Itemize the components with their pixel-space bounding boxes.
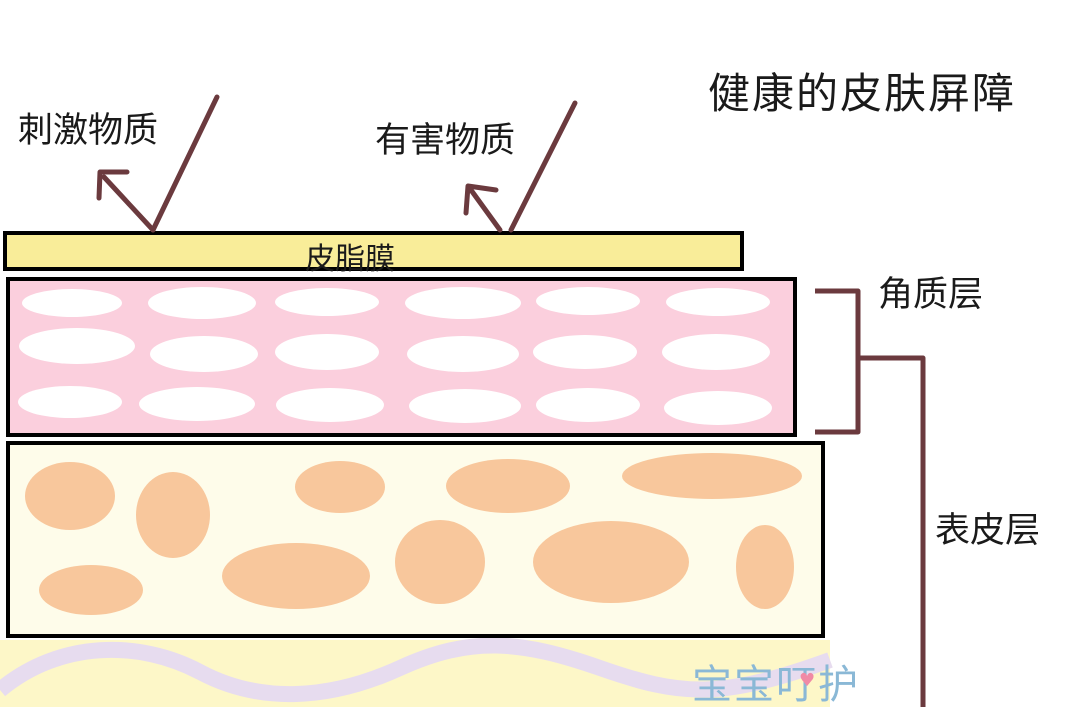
epidermis-cell [25, 462, 115, 530]
epidermis-cell [736, 525, 794, 609]
corneum-cell [409, 389, 521, 423]
corneum-cell [275, 288, 379, 316]
stratum-corneum-label: 角质层 [878, 275, 984, 315]
corneum-cell [536, 287, 640, 315]
watermark-logo: 宝宝叮护 ♥ [692, 652, 860, 710]
harmful-incoming-line [508, 100, 578, 233]
epidermis-cell [222, 543, 370, 609]
harmful-substances-label: 有害物质 [375, 121, 516, 161]
stimulant-incoming-line [150, 94, 220, 233]
deflection-arrows [96, 94, 578, 233]
diagram-title: 健康的皮肤屏障 [708, 69, 1017, 118]
corneum-cell [148, 287, 256, 319]
epidermis-label: 表皮层 [935, 511, 1041, 551]
heart-icon: ♥ [799, 670, 818, 691]
corneum-cell [666, 288, 770, 316]
stimulants-label: 刺激物质 [18, 111, 159, 151]
harmful-arrowhead [463, 183, 499, 216]
lower-layer [0, 637, 833, 707]
layer-brackets [815, 288, 926, 707]
epidermis-bracket [858, 355, 926, 707]
epidermis-cell [446, 459, 570, 513]
corneum-cell [276, 388, 384, 422]
epidermis-cell [622, 453, 802, 499]
corneum-cell [533, 335, 637, 369]
epidermis-cell [295, 461, 385, 513]
corneum-cell [139, 387, 255, 421]
sebum-film-label: 皮脂膜 [305, 242, 395, 277]
watermark-text: 宝宝叮护 [692, 662, 860, 708]
corneum-bracket [815, 288, 861, 435]
corneum-cell [664, 391, 772, 425]
lower-wave-line [0, 637, 833, 703]
corneum-cell [22, 289, 122, 317]
epidermis-cells [25, 453, 802, 615]
sebum-film [3, 231, 744, 271]
epidermis-cell [39, 565, 143, 615]
corneum-cell [662, 334, 770, 370]
corneum-cell [405, 287, 521, 319]
epidermis [6, 441, 825, 638]
stratum-corneum [6, 277, 797, 437]
stimulant-arrowhead [96, 169, 130, 201]
corneum-cell [150, 336, 258, 372]
epidermis-cell [533, 521, 689, 603]
stimulant-reflect-line [101, 174, 156, 233]
harmful-reflect-line [468, 187, 503, 233]
corneum-cell [536, 388, 640, 422]
corneum-box [6, 277, 797, 437]
corneum-cell [407, 336, 519, 372]
epidermis-cell [395, 520, 485, 604]
corneum-cell [18, 386, 122, 418]
corneum-cell [19, 328, 135, 364]
corneum-cells [18, 287, 772, 425]
corneum-cell [275, 334, 379, 370]
epidermis-cell [136, 472, 210, 558]
